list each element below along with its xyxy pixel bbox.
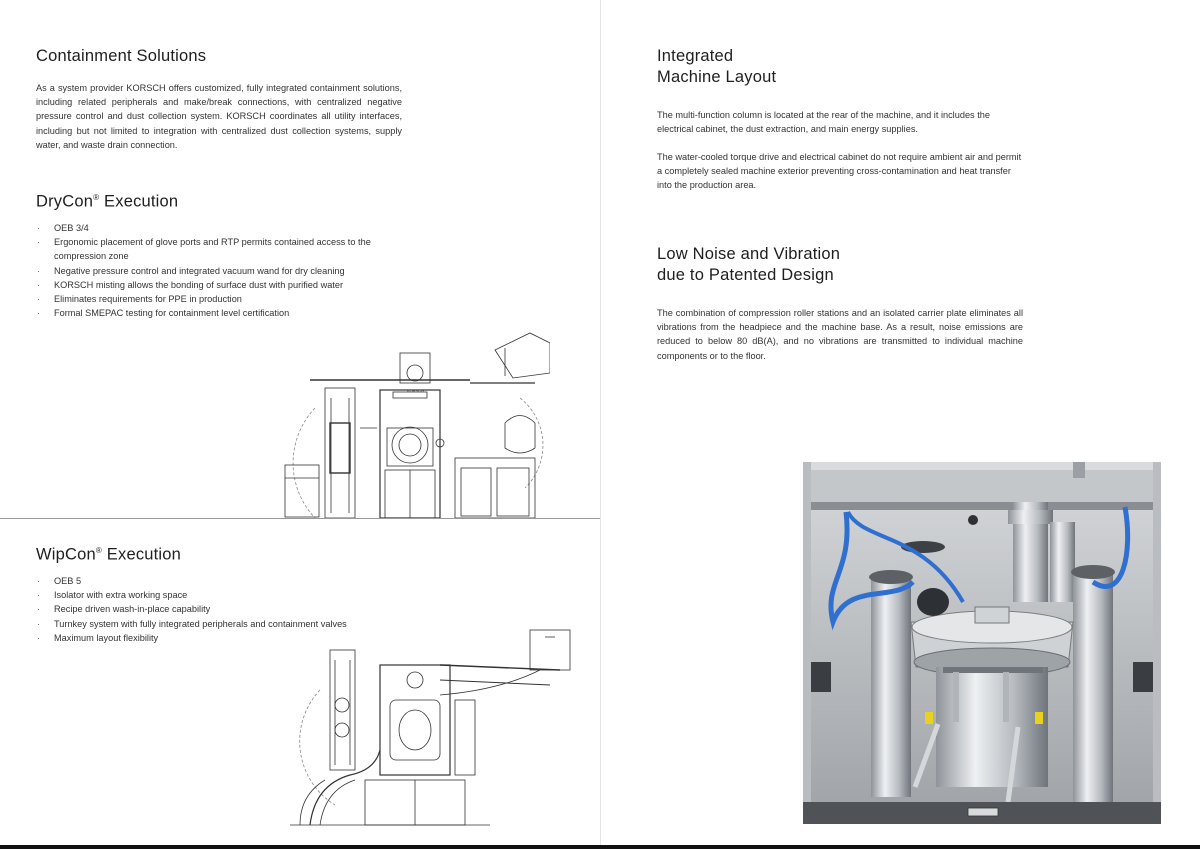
list-item: KORSCH misting allows the bonding of sur… (36, 278, 386, 292)
page-spine (600, 0, 601, 849)
list-item: OEB 3/4 (36, 221, 386, 235)
heading-line: Low Noise and Vibration (657, 245, 841, 263)
registered-mark: ® (95, 546, 102, 555)
drycon-title-tail: Execution (99, 192, 179, 211)
low-noise-heading: Low Noise and Vibration due to Patented D… (657, 244, 840, 286)
drycon-heading: DryCon® Execution (36, 187, 178, 213)
wipcon-title: WipCon (36, 545, 96, 564)
heading-line: due to Patented Design (657, 266, 834, 284)
list-item: Negative pressure control and integrated… (36, 264, 386, 278)
wipcon-heading: WipCon® Execution (36, 540, 181, 566)
korsch-drawing-label: KORSCH (407, 388, 424, 393)
section-divider (0, 518, 600, 519)
left-page: Containment Solutions As a system provid… (0, 0, 600, 849)
drycon-machine-drawing: KORSCH (284, 332, 550, 519)
wipcon-machine-drawing (290, 629, 571, 826)
low-noise-body: The combination of compression roller st… (657, 308, 1023, 361)
list-item: Isolator with extra working space (36, 588, 406, 602)
containment-solutions-heading: Containment Solutions (36, 47, 207, 65)
integrated-layout-para-2: The water-cooled torque drive and electr… (657, 152, 1022, 191)
machine-interior-photo (803, 462, 1161, 824)
list-item: Turnkey system with fully integrated per… (36, 617, 406, 631)
drycon-feature-list: OEB 3/4 Ergonomic placement of glove por… (36, 221, 386, 321)
wipcon-feature-list: OEB 5 Isolator with extra working space … (36, 574, 406, 645)
list-item: Formal SMEPAC testing for containment le… (36, 306, 386, 320)
list-item: Eliminates requirements for PPE in produ… (36, 292, 386, 306)
containment-solutions-body: As a system provider KORSCH offers custo… (36, 83, 402, 150)
registered-mark: ® (93, 193, 100, 202)
heading-line: Machine Layout (657, 68, 777, 86)
list-item: OEB 5 (36, 574, 406, 588)
list-item: Recipe driven wash-in-place capability (36, 602, 406, 616)
list-item: Ergonomic placement of glove ports and R… (36, 235, 386, 263)
list-item: Maximum layout flexibility (36, 631, 406, 645)
heading-line: Integrated (657, 47, 734, 65)
bottom-rule (0, 845, 1200, 849)
drycon-title: DryCon (36, 192, 94, 211)
wipcon-title-tail: Execution (102, 545, 182, 564)
integrated-layout-para-1: The multi-function column is located at … (657, 110, 990, 135)
